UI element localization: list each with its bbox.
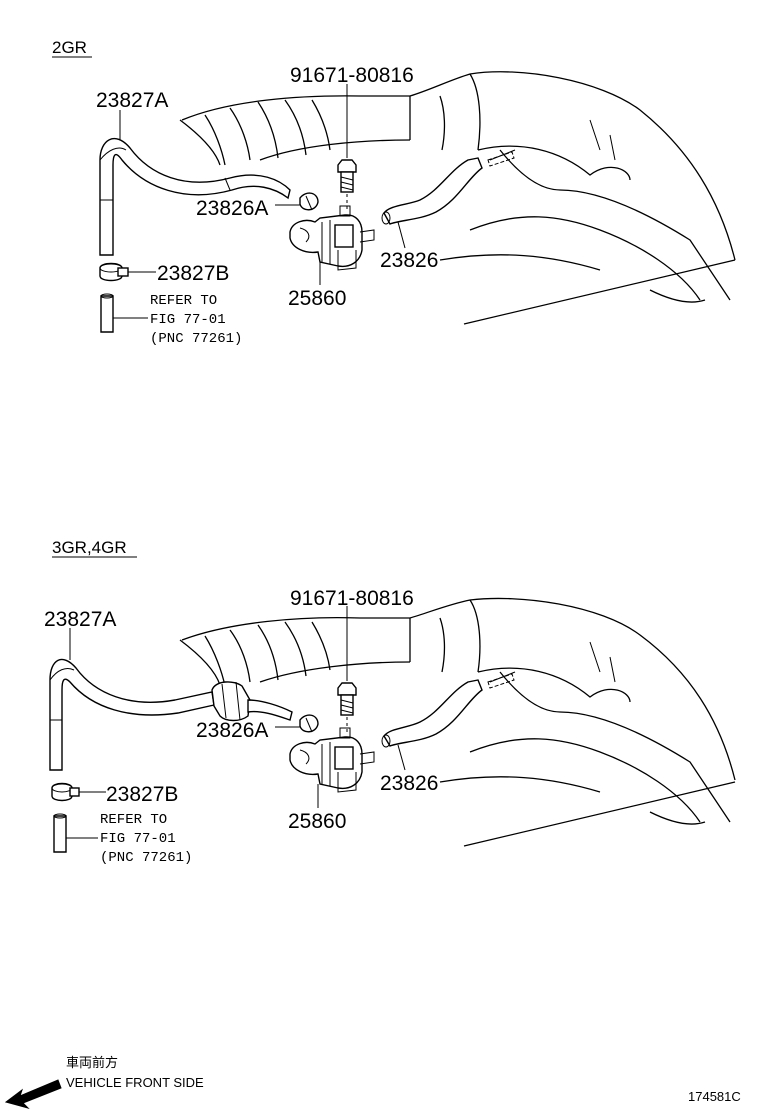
footer: 車両前方 VEHICLE FRONT SIDE 174581C: [4, 1055, 741, 1109]
part-label-hose-right: 23826: [380, 249, 438, 272]
direction-label-en: VEHICLE FRONT SIDE: [66, 1075, 204, 1090]
part-label-valve: 25860: [288, 287, 346, 310]
clamp-23826a: [299, 714, 319, 733]
section-2gr: 2GR: [52, 38, 736, 347]
hose-23826: [381, 673, 515, 748]
section-title: 2GR: [52, 38, 87, 57]
refer-text-line1: REFER TO: [150, 293, 217, 309]
refer-text-line1: REFER TO: [100, 812, 167, 828]
clamp-23826a: [299, 192, 319, 211]
hose-23827a: [99, 137, 291, 256]
refer-hose-stub: [53, 813, 98, 853]
part-label-hose-right: 23826: [380, 772, 438, 795]
part-label-bolt: 91671-80816: [290, 64, 414, 87]
refer-text-line2: FIG 77-01: [150, 312, 226, 328]
bolt-91671-80816: [337, 84, 357, 212]
part-label-clamp: 23826A: [196, 719, 268, 742]
front-direction-arrow-icon: [4, 1079, 62, 1109]
section-title: 3GR,4GR: [52, 538, 127, 557]
refer-text-line3: (PNC 77261): [150, 331, 242, 347]
refer-hose-stub: [100, 293, 148, 333]
clip-23827b: [51, 782, 80, 802]
direction-label-jp: 車両前方: [66, 1055, 118, 1070]
figure-id: 174581C: [688, 1089, 741, 1104]
leader-23826: [397, 744, 406, 771]
part-label-clip: 23827B: [157, 262, 229, 285]
leader-23826: [397, 221, 406, 249]
part-label-hose-upper: 23827A: [96, 89, 168, 112]
hose-23826: [381, 151, 515, 225]
section-3gr-4gr: 3GR,4GR: [44, 538, 736, 866]
bolt-91671-80816: [337, 606, 357, 735]
intake-manifold: [179, 597, 736, 847]
hose-23827a: [49, 658, 293, 771]
part-label-clamp: 23826A: [196, 197, 268, 220]
part-label-valve: 25860: [288, 810, 346, 833]
clip-23827b: [99, 262, 129, 282]
valve-25860: [289, 727, 375, 793]
valve-25860: [289, 205, 375, 271]
part-label-hose-upper: 23827A: [44, 608, 116, 631]
part-label-bolt: 91671-80816: [290, 587, 414, 610]
part-label-clip: 23827B: [106, 783, 178, 806]
refer-text-line3: (PNC 77261): [100, 850, 192, 866]
refer-text-line2: FIG 77-01: [100, 831, 176, 847]
intake-manifold: [179, 71, 736, 325]
